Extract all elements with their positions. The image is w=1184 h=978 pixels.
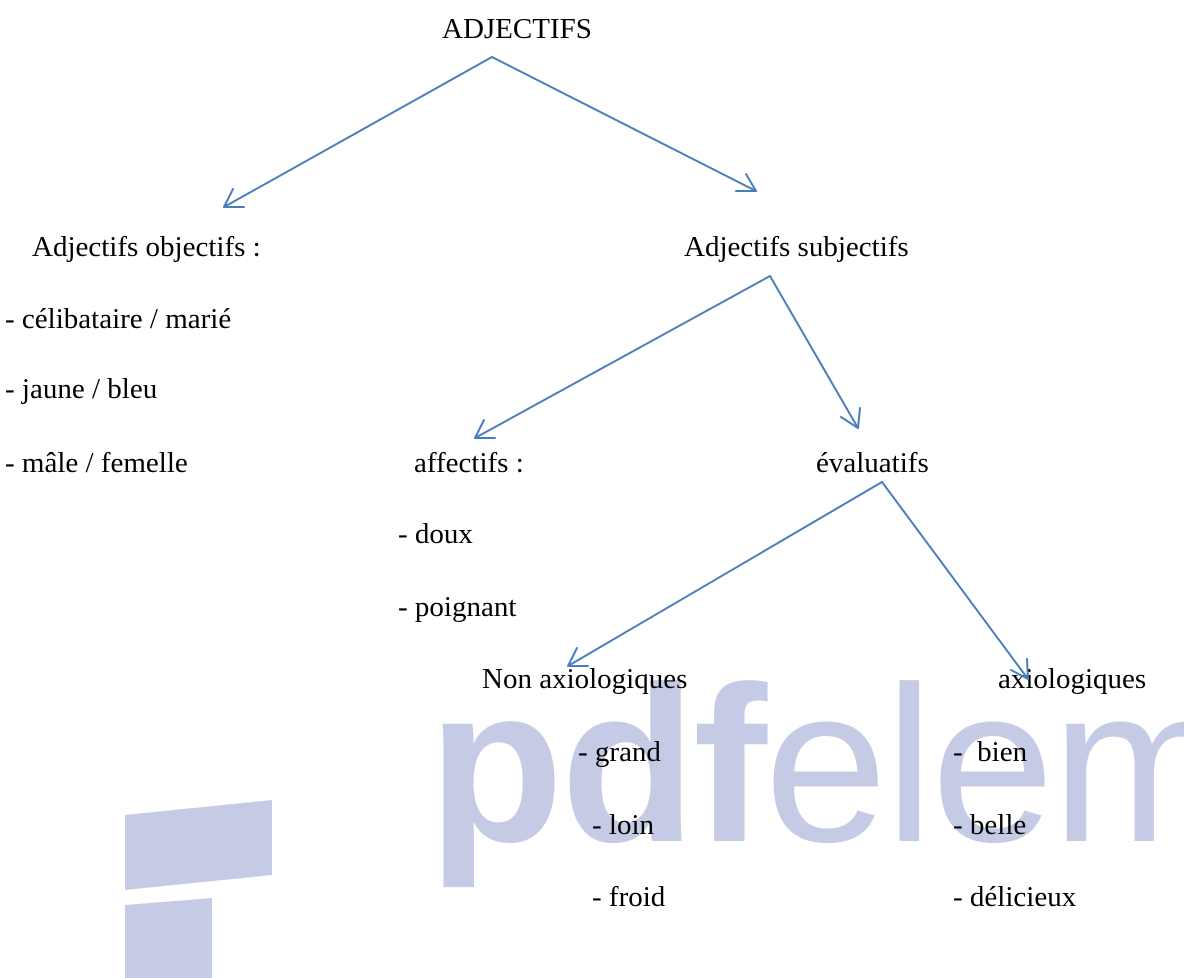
watermark-logo-stem bbox=[125, 898, 212, 978]
affective-item: - doux bbox=[398, 518, 473, 550]
subjective-node-label: Adjectifs subjectifs bbox=[684, 231, 909, 263]
affective-item: - poignant bbox=[398, 591, 517, 623]
axiological-item: - belle bbox=[953, 809, 1027, 841]
non-axiological-node-label: Non axiologiques bbox=[482, 663, 688, 695]
objective-item: - jaune / bleu bbox=[5, 373, 158, 405]
objective-item: - célibataire / marié bbox=[5, 303, 232, 335]
non-axiological-item: - loin bbox=[592, 809, 655, 841]
non-axiological-item: - grand bbox=[578, 736, 661, 768]
objective-node-label: Adjectifs objectifs : bbox=[32, 231, 261, 263]
watermark-brand-bold: pdf bbox=[428, 641, 767, 889]
evaluative-node-label: évaluatifs bbox=[816, 447, 929, 479]
non-axiological-item: - froid bbox=[592, 881, 666, 913]
root-node-label: ADJECTIFS bbox=[442, 13, 592, 45]
axiological-item: - délicieux bbox=[953, 881, 1077, 913]
arrow-root-to-subjective bbox=[491, 56, 757, 192]
affective-node-label: affectifs : bbox=[414, 447, 524, 479]
watermark-logo-bar bbox=[125, 800, 272, 890]
axiological-item: - bien bbox=[953, 736, 1028, 768]
arrow-evaluative-to-non-axiological bbox=[567, 481, 883, 667]
axiological-node-label: axiologiques bbox=[998, 663, 1147, 695]
watermark-text: pdfelement bbox=[428, 654, 1184, 876]
watermark-brand-light: element bbox=[764, 641, 1184, 889]
objective-item: - mâle / femelle bbox=[5, 447, 188, 479]
arrow-subjective-to-affective bbox=[474, 275, 771, 439]
arrow-evaluative-to-axiological bbox=[881, 481, 1029, 680]
arrow-subjective-to-evaluative bbox=[769, 275, 861, 429]
arrow-root-to-objective bbox=[223, 56, 493, 208]
